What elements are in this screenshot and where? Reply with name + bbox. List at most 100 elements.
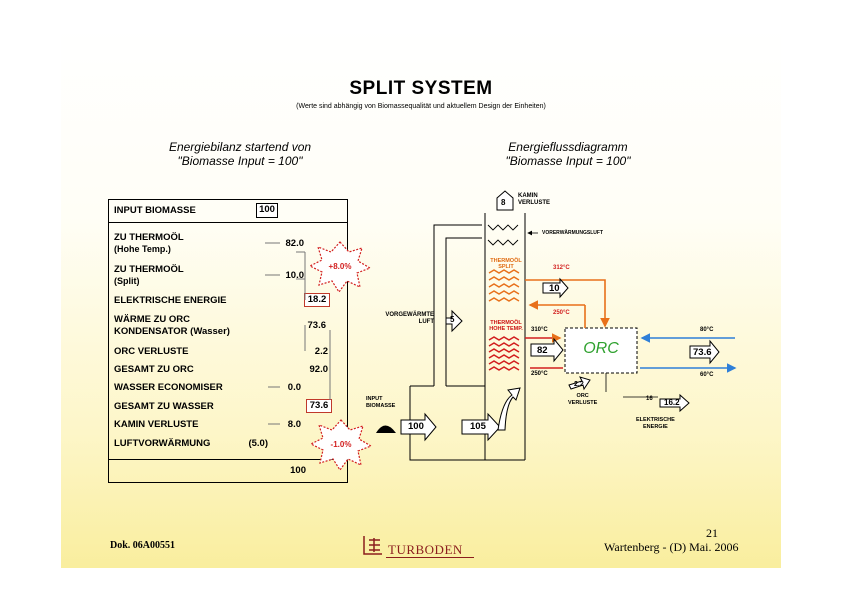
high-temp-label-1: THERMOÖL — [490, 320, 522, 326]
furnace-value: 105 — [470, 421, 486, 432]
high-value: 82 — [537, 345, 548, 356]
table-row-label-8: KAMIN VERLUSTE — [114, 419, 199, 430]
split-label-2: SPLIT — [498, 264, 514, 270]
kamin-value: 8 — [501, 198, 506, 207]
water-arrow — [689, 339, 720, 365]
biomass-pile-icon — [376, 425, 396, 433]
orc-loss-arrow — [568, 376, 591, 391]
table-row-value-5: 92.0 — [309, 364, 329, 375]
table-row-value-7: 73.6 — [306, 399, 332, 413]
table-row-value-4: 2.2 — [314, 346, 328, 357]
table-row-label-0: ZU THERMOÖL — [114, 232, 184, 243]
vorgewaermte-label-1: VORGEWÄRMTE — [385, 312, 434, 318]
furnace-arrow — [461, 412, 501, 442]
t-water-hi: 80°C — [700, 327, 714, 333]
orc-loss-value: 2.2 — [574, 381, 584, 388]
table-row-sub-1: (Split) — [114, 276, 140, 286]
high-temp-label-2: HOHE TEMP. — [489, 326, 523, 332]
split-pipe-out — [525, 279, 610, 328]
plus-badge — [308, 241, 372, 294]
table-row-sub-3: KONDENSATOR (Wasser) — [114, 326, 230, 337]
table-row-label-9: LUFTVORWÄRMUNG — [114, 438, 211, 449]
economiser-coil-2 — [487, 239, 519, 246]
t-high-lo: 250°C — [531, 371, 548, 377]
left-header: Energiebilanz startend von "Biomasse Inp… — [130, 140, 350, 168]
vorwaermung-label: VORERWÄRMUNGSLUFT — [542, 230, 604, 236]
air-duct-inner — [445, 237, 482, 386]
orc-loss-label-2: VERLUSTE — [568, 400, 598, 406]
orc-loss-label-1: ORC — [576, 393, 589, 399]
input-label-2: BIOMASSE — [366, 403, 396, 409]
water-value: 73.6 — [693, 347, 712, 358]
elec-prefix: 16 — [646, 396, 653, 402]
plus-badge-label: +8.0% — [328, 262, 352, 271]
air-duct-outer — [433, 224, 482, 386]
vorgewaermte-label-2: LUFT — [418, 319, 434, 325]
table-row-label-1: ZU THERMOÖL — [114, 264, 184, 275]
input-arrow — [400, 412, 437, 442]
kamin-label-2: VERLUSTE — [518, 200, 551, 206]
footer-page-number: 21 — [706, 526, 718, 540]
t-high-hi: 310°C — [531, 327, 548, 333]
table-row-value-0: 82.0 — [285, 238, 305, 249]
right-header-line2: "Biomasse Input = 100" — [505, 154, 631, 168]
split-arrow — [542, 277, 569, 299]
luft-value: 5 — [450, 315, 455, 324]
preheat-air-arrow — [445, 309, 463, 333]
table-row-label-6: WASSER ECONOMISER — [114, 382, 223, 393]
minus-badge-label: -1.0% — [330, 440, 352, 449]
elec-value: 16.2 — [664, 398, 680, 407]
slide-subtitle: (Werte sind abhängig von Biomassequalitä… — [296, 103, 546, 110]
table-row-value-8: 8.0 — [287, 419, 301, 430]
table-row-label-2: ELEKTRISCHE ENERGIE — [114, 295, 227, 306]
elec-label-2: ENERGIE — [643, 424, 668, 430]
table-input-value: 100 — [256, 203, 278, 218]
table-total-value: 100 — [290, 465, 306, 476]
right-header-line1: Energieflussdiagramm — [508, 140, 628, 154]
table-row-value-9: (5.0) — [248, 438, 268, 449]
turboden-logo-text: TURBODEN — [388, 542, 463, 557]
table-header-divider — [108, 222, 348, 223]
table-row-label-7: GESAMT ZU WASSER — [114, 401, 214, 412]
right-header: Energieflussdiagramm "Biomasse Input = 1… — [458, 140, 678, 168]
high-temp-coil — [488, 336, 520, 371]
orc-box — [564, 327, 638, 374]
elec-arrow — [659, 393, 690, 413]
elec-label-1: ELEKTRISCHE — [636, 417, 675, 423]
kamin-loss-arrow — [496, 190, 514, 211]
minus-badge — [309, 419, 373, 472]
table-row-value-2: 18.2 — [304, 293, 330, 307]
t-split-hi: 312°C — [553, 265, 570, 271]
turboden-logo-icon — [363, 536, 382, 555]
input-label-1: INPUT — [366, 396, 383, 402]
table-row-label-4: ORC VERLUSTE — [114, 346, 189, 357]
slide-background — [61, 28, 781, 568]
kamin-label-1: KAMIN — [518, 193, 538, 199]
split-coil — [488, 269, 520, 302]
table-row-value-6: 0.0 — [287, 382, 301, 393]
left-header-line2: "Biomasse Input = 100" — [177, 154, 303, 168]
flue-arrow — [497, 387, 521, 431]
table-input-label: INPUT BIOMASSE — [114, 205, 196, 216]
logo-underline — [386, 557, 474, 558]
input-value: 100 — [408, 421, 424, 432]
table-row-value-1: 10.0 — [285, 270, 305, 281]
table-row-label-5: GESAMT ZU ORC — [114, 364, 194, 375]
footer-doc-number: Dok. 06A00551 — [110, 540, 176, 551]
furnace-outline — [409, 386, 485, 461]
table-row-value-3: 73.6 — [307, 320, 327, 331]
slide-title: SPLIT SYSTEM — [349, 78, 493, 99]
table-footer-divider — [108, 459, 348, 460]
footer-location-date: Wartenberg - (D) Mai. 2006 — [604, 540, 739, 554]
split-label-1: THERMOÖL — [490, 258, 522, 264]
orc-label: ORC — [583, 340, 619, 357]
